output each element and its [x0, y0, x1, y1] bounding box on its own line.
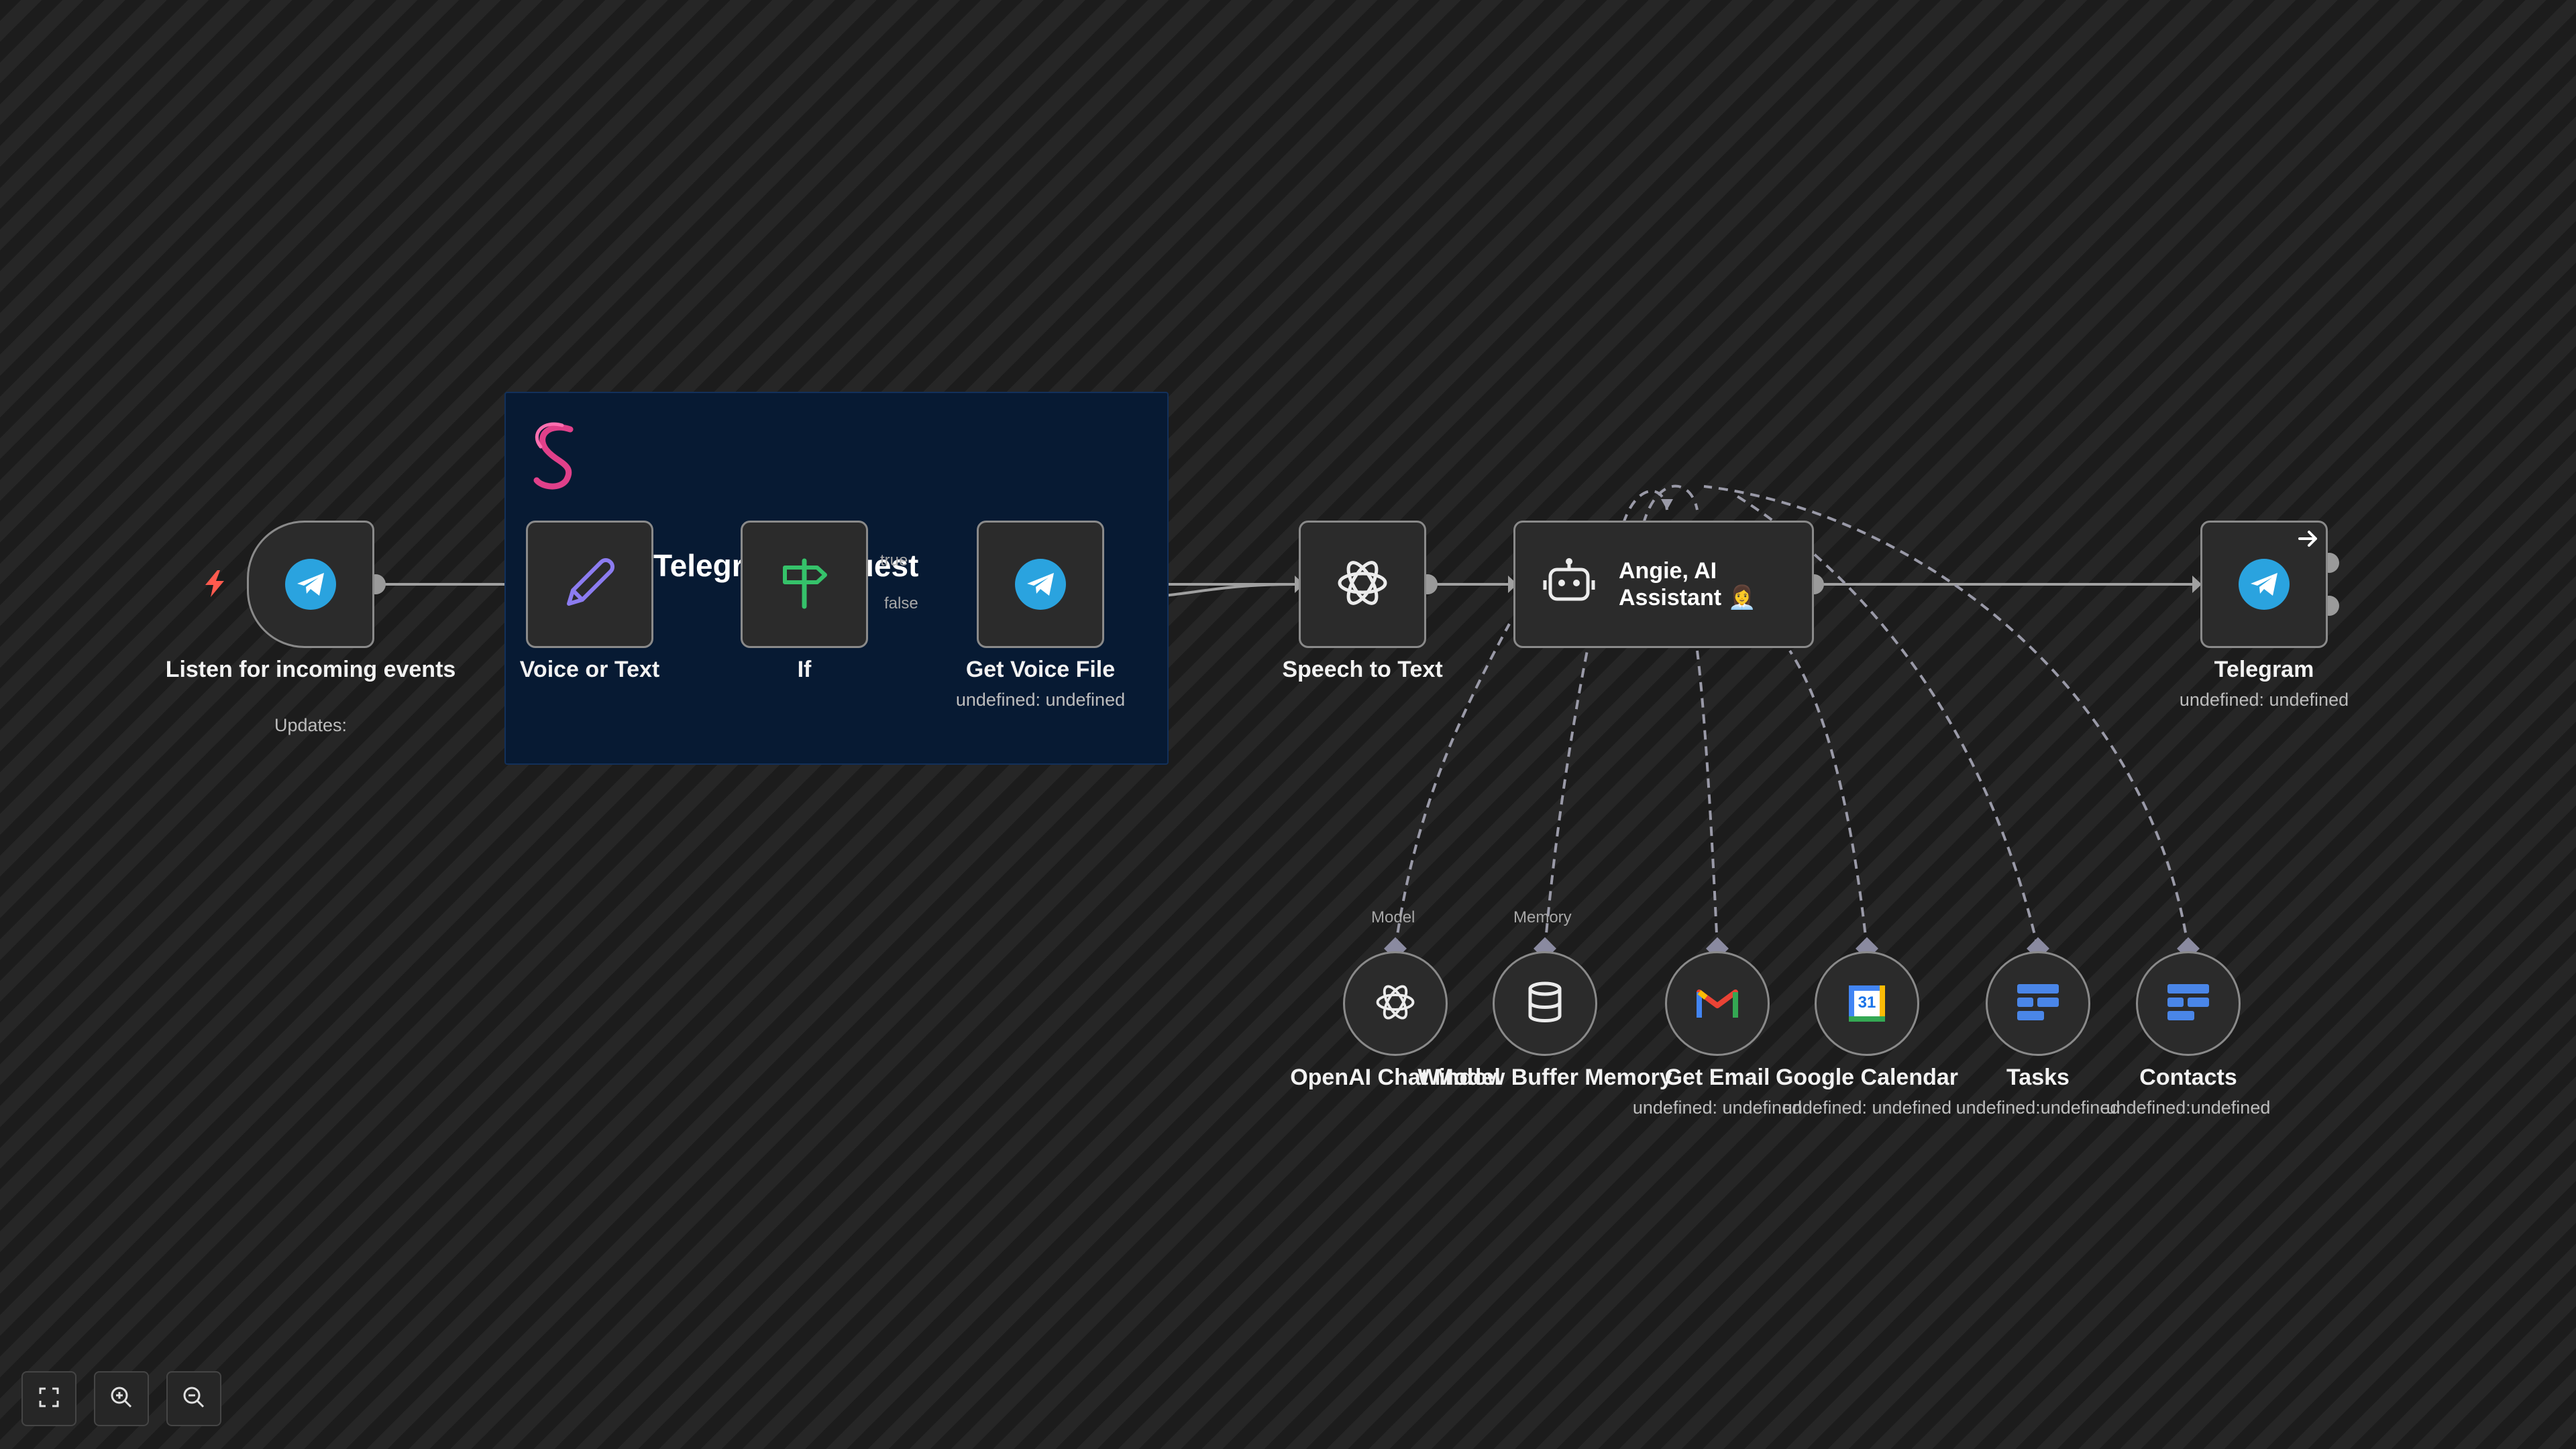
- node-if[interactable]: [741, 521, 868, 648]
- openai-icon: [1332, 553, 1393, 616]
- port-label-false: false: [884, 594, 918, 612]
- node-subtitle-telegram: undefined: undefined: [2179, 690, 2349, 710]
- node-subtitle-listen: Updates:: [274, 715, 347, 735]
- subnode-label-email: Get Email: [1664, 1065, 1770, 1090]
- port-label-model: Model: [1371, 908, 1415, 926]
- signpost-icon: [775, 554, 833, 615]
- telegram-icon: [2239, 559, 2290, 610]
- tasks-icon: [2016, 983, 2060, 1025]
- node-speech-to-text[interactable]: [1299, 521, 1426, 648]
- brand-logo-icon: [523, 420, 590, 497]
- subnode-subtitle-tasks: undefined:undefined: [1955, 1097, 2121, 1118]
- subnode-google-calendar[interactable]: 31: [1815, 951, 1919, 1056]
- google-calendar-icon: 31: [1846, 983, 1888, 1024]
- zoom-out-button[interactable]: [166, 1371, 221, 1426]
- connection-calendar-agent: [1788, 649, 1868, 949]
- subnode-contacts[interactable]: [2136, 951, 2241, 1056]
- node-ai-agent[interactable]: Angie, AI Assistant 👩‍💼: [1513, 521, 1814, 648]
- subnode-subtitle-email: undefined: undefined: [1632, 1097, 1803, 1118]
- database-icon: [1525, 981, 1565, 1027]
- openai-icon: [1372, 979, 1419, 1029]
- subnode-label-contacts: Contacts: [2139, 1065, 2237, 1090]
- calendar-day: 31: [1858, 994, 1876, 1012]
- node-label-agent: Angie, AI Assistant 👩‍💼: [1619, 558, 1756, 610]
- subnode-tasks[interactable]: [1986, 951, 2090, 1056]
- node-label-speech-to-text: Speech to Text: [1282, 657, 1443, 682]
- node-listen-for-incoming-events[interactable]: [247, 521, 374, 648]
- fit-view-icon: [38, 1386, 60, 1412]
- connection-memory-agent: [1544, 650, 1589, 949]
- trigger-bolt-icon: [203, 570, 227, 600]
- arrow-right-icon: [2297, 527, 2320, 553]
- connection-email-agent: [1696, 650, 1719, 949]
- subnode-subtitle-calendar: undefined: undefined: [1782, 1097, 1952, 1118]
- node-voice-or-text[interactable]: [526, 521, 653, 648]
- subnode-openai-chat-model[interactable]: [1343, 951, 1448, 1056]
- port-label-memory: Memory: [1513, 908, 1572, 926]
- node-label-get-voice-file: Get Voice File: [965, 657, 1116, 682]
- telegram-icon: [285, 559, 336, 610]
- node-label-voice-or-text: Voice or Text: [519, 657, 660, 682]
- telegram-icon: [1015, 559, 1066, 610]
- subnode-label-calendar: Google Calendar: [1775, 1065, 1959, 1090]
- connection-model-agent: [1394, 623, 1511, 949]
- subnode-subtitle-contacts: undefined:undefined: [2106, 1097, 2271, 1118]
- zoom-in-icon: [109, 1385, 133, 1413]
- subnode-window-buffer-memory[interactable]: [1493, 951, 1597, 1056]
- fit-view-button[interactable]: [21, 1371, 76, 1426]
- gmail-icon: [1695, 984, 1739, 1024]
- node-label-telegram: Telegram: [2214, 657, 2314, 682]
- connection-contacts-agent: [1703, 485, 2190, 949]
- node-label-listen: Listen for incoming events: [165, 657, 456, 682]
- port-label-true: true: [880, 551, 908, 570]
- pencil-icon: [559, 553, 620, 616]
- subnode-label-memory: Window Buffer Memory: [1417, 1065, 1672, 1090]
- subnode-label-tasks: Tasks: [2006, 1065, 2070, 1090]
- tasks-icon: [2166, 983, 2210, 1025]
- zoom-in-button[interactable]: [94, 1371, 149, 1426]
- node-get-voice-file[interactable]: [977, 521, 1104, 648]
- connection-tool-hub-2: [1642, 484, 1699, 524]
- robot-icon: [1542, 556, 1596, 613]
- zoom-out-icon: [182, 1385, 206, 1413]
- node-subtitle-get-voice-file: undefined: undefined: [955, 690, 1126, 710]
- node-label-if: If: [797, 657, 812, 682]
- subnode-get-email[interactable]: [1665, 951, 1770, 1056]
- node-telegram[interactable]: [2200, 521, 2328, 648]
- subnode-label-openai: OpenAI Chat Model: [1290, 1065, 1501, 1090]
